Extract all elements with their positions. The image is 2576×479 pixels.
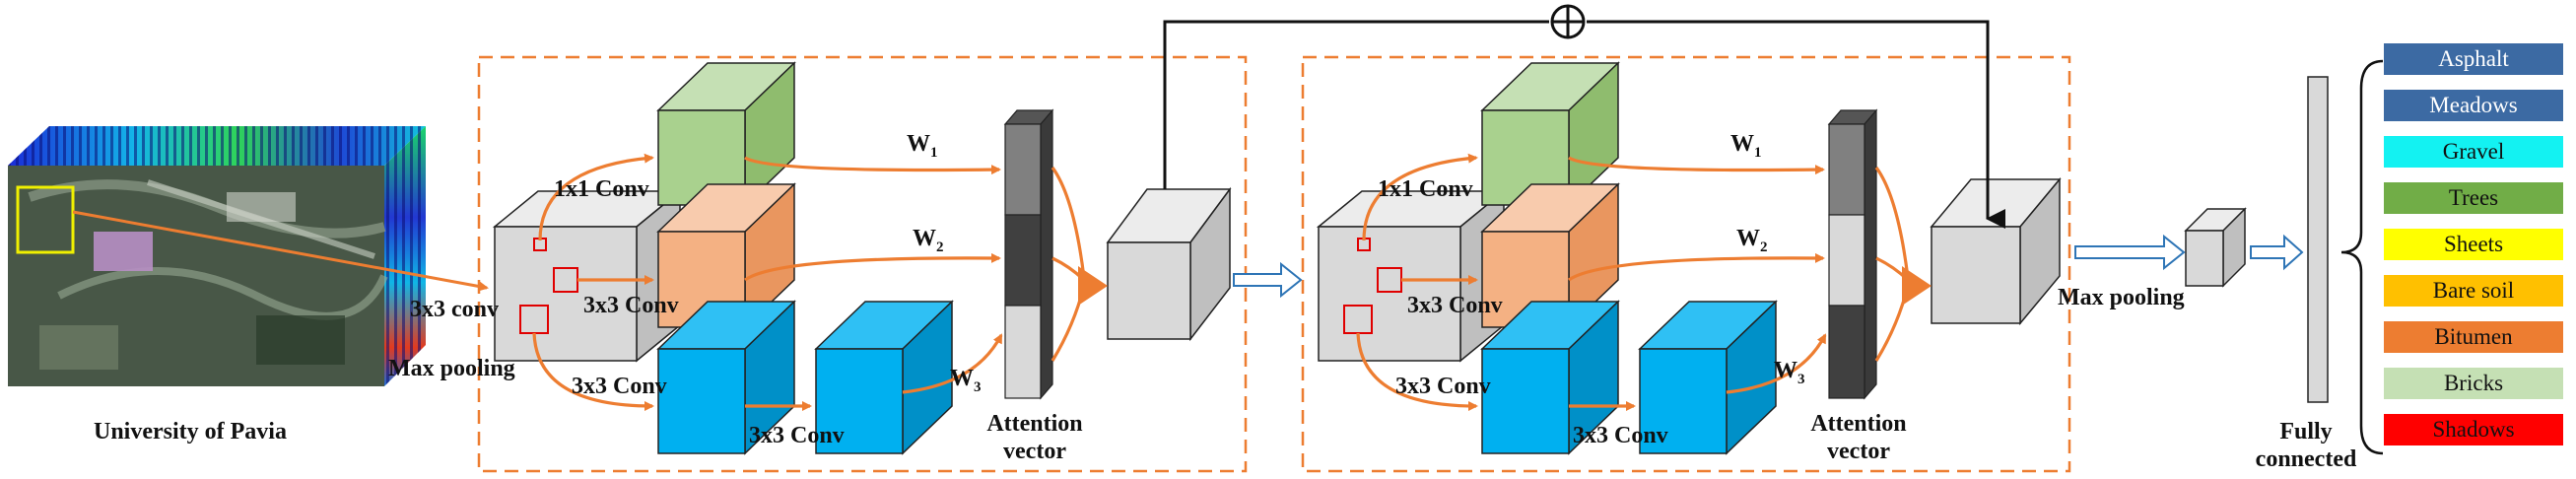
patch-highlight — [16, 185, 75, 254]
merge-arrowhead-1 — [1078, 266, 1108, 306]
input-caption: University of Pavia — [94, 419, 287, 445]
attention-vector-2 — [1827, 108, 1878, 400]
label-3x3-conv-mid-1: 3x3 Conv — [583, 293, 679, 318]
gray-cube-2 — [1316, 189, 1507, 363]
label-3x3-conv-mid-2: 3x3 Conv — [1407, 293, 1503, 318]
weight-w3-2: W3 — [1774, 358, 1805, 387]
module-2 — [1316, 61, 2062, 455]
label-3x3-conv-low-2: 3x3 Conv — [1395, 374, 1491, 399]
class-box-asphalt: Asphalt — [2384, 43, 2563, 75]
weight-w1-2: W1 — [1730, 131, 1762, 161]
module-1-arrows — [532, 153, 1086, 411]
class-brace — [2340, 59, 2384, 455]
label-1x1-conv-2: 1x1 Conv — [1378, 176, 1473, 202]
output-cube-1 — [1106, 186, 1232, 342]
residual-connection — [1163, 4, 2005, 229]
weight-w3-1: W3 — [950, 366, 982, 395]
label-1x1-conv-1: 1x1 Conv — [554, 176, 649, 202]
class-box-meadows: Meadows — [2384, 90, 2563, 121]
green-cube-1 — [656, 61, 796, 207]
hollow-arrow-2 — [2074, 234, 2186, 271]
input-arrow — [72, 210, 489, 292]
weight-w1-1: W1 — [907, 131, 938, 161]
label-max-pooling-1: Max pooling — [388, 356, 515, 381]
pooled-cube — [2184, 207, 2247, 288]
blue-cube-2a — [1480, 300, 1620, 455]
class-box-bricks: Bricks — [2384, 368, 2563, 399]
hollow-arrow-3 — [2250, 234, 2304, 271]
attention-vector-1 — [1003, 108, 1054, 400]
class-box-bare-soil: Bare soil — [2384, 275, 2563, 307]
label-3x3-conv-input: 3x3 conv — [410, 297, 499, 322]
weight-w2-1: W2 — [913, 226, 944, 255]
module-1 — [492, 61, 1232, 455]
attention-module-2-frame — [1301, 55, 2071, 473]
gray-cube-1 — [492, 189, 683, 363]
blue-cube-1b — [814, 300, 954, 455]
class-box-shadows: Shadows — [2384, 414, 2563, 445]
label-max-pooling-2: Max pooling — [2058, 285, 2185, 310]
class-box-trees: Trees — [2384, 182, 2563, 214]
label-3x3-conv-low2-1: 3x3 Conv — [749, 423, 845, 448]
hollow-arrow-1 — [1233, 261, 1303, 299]
fully-connected-bar — [2307, 76, 2329, 403]
weight-w2-2: W2 — [1736, 226, 1768, 255]
class-box-bitumen: Bitumen — [2384, 321, 2563, 353]
label-3x3-conv-low-1: 3x3 Conv — [572, 374, 667, 399]
class-box-gravel: Gravel — [2384, 136, 2563, 168]
hsi-input-cube — [8, 126, 426, 386]
merge-arrowhead-2 — [1902, 266, 1932, 306]
label-3x3-conv-low2-2: 3x3 Conv — [1573, 423, 1668, 448]
blue-cube-2b — [1638, 300, 1778, 455]
class-box-sheets: Sheets — [2384, 229, 2563, 260]
output-cube-2 — [1930, 176, 2062, 326]
attention-module-1-frame — [477, 55, 1248, 473]
blue-cube-1a — [656, 300, 796, 455]
